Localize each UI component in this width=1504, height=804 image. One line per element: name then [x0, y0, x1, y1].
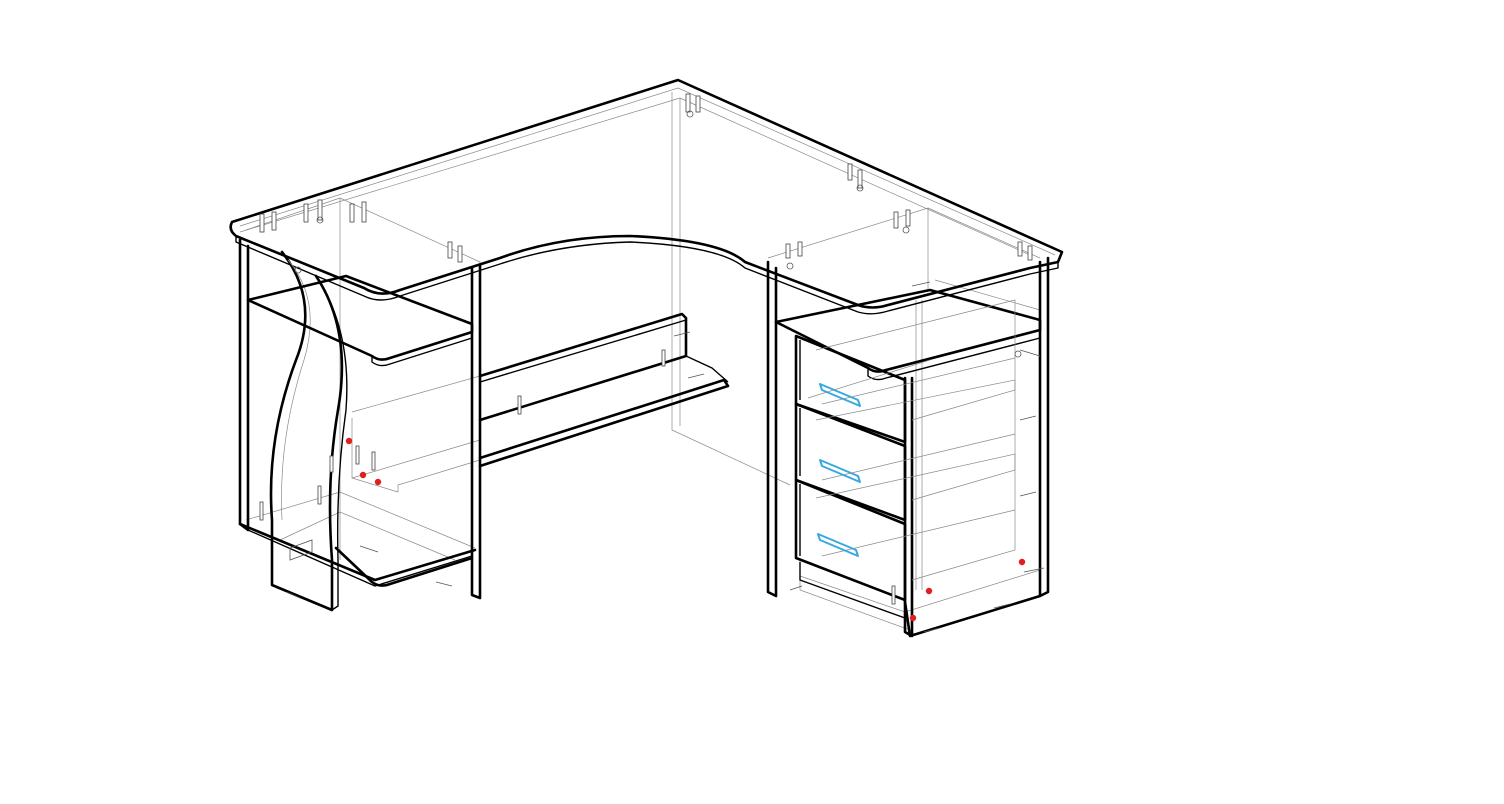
marker-icon: [374, 478, 382, 486]
wavy-leg: [269, 250, 348, 612]
left-side-panel: [238, 238, 477, 587]
drawer-handle-icon: [819, 383, 861, 407]
drawer-1: [794, 299, 1016, 444]
assembly-markers: [345, 437, 1026, 622]
drawer-2: [794, 379, 1016, 522]
marker-icon: [909, 614, 917, 622]
rear-rail: [478, 312, 730, 468]
table-top: [229, 78, 1064, 315]
left-front-panel: [470, 263, 482, 600]
right-pedestal: [766, 256, 1050, 638]
marker-icon: [345, 437, 353, 445]
marker-icon: [359, 471, 367, 479]
left-lower-shelf: [334, 546, 474, 587]
drawer-handles: [817, 383, 861, 557]
marker-icon: [925, 587, 933, 595]
drawer-handle-icon: [819, 459, 861, 483]
left-upper-shelf: [246, 274, 474, 367]
marker-icon: [1018, 558, 1026, 566]
drawer-handle-icon: [817, 533, 859, 557]
fittings: [259, 93, 1045, 633]
